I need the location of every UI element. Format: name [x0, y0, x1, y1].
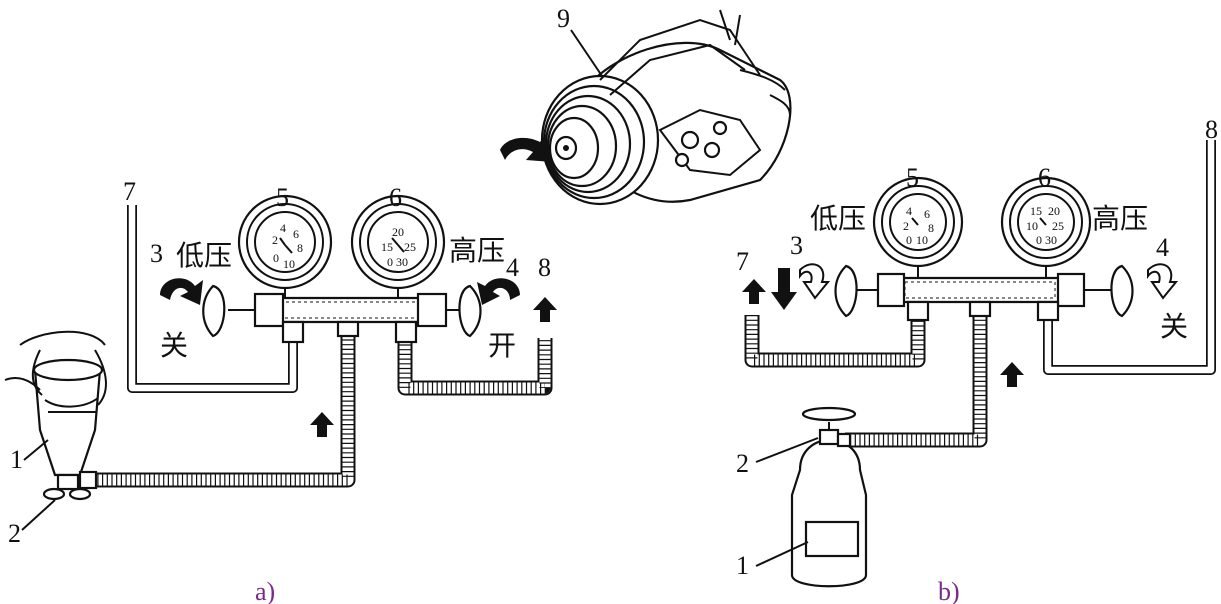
oil-cup — [4, 330, 107, 501]
high-pressure-label-b: 高压 — [1092, 202, 1148, 235]
label-8b: 8 — [1205, 115, 1218, 144]
up-arrow-8 — [533, 297, 557, 322]
svg-text:0: 0 — [273, 251, 279, 265]
svg-text:0: 0 — [387, 255, 393, 269]
open-rotation-arrow — [477, 278, 520, 305]
valve-closed-label-a: 关 — [160, 329, 188, 362]
label-4a: 4 — [506, 253, 519, 282]
svg-text:15: 15 — [1030, 204, 1042, 218]
svg-text:15: 15 — [381, 240, 393, 254]
valve-open-label-a: 开 — [488, 329, 516, 362]
label-7a: 7 — [123, 177, 136, 206]
low-pressure-label-b: 低压 — [810, 202, 866, 235]
svg-text:2: 2 — [903, 219, 909, 233]
label-1b: 1 — [736, 551, 749, 580]
label-1a: 1 — [10, 445, 23, 474]
caption-a: a) — [255, 577, 275, 604]
svg-text:25: 25 — [1052, 219, 1064, 233]
low-valve-knob-b[interactable] — [834, 264, 858, 318]
refrigerant-can — [790, 406, 868, 588]
label-6a: 6 — [389, 183, 402, 212]
svg-text:4: 4 — [906, 204, 912, 218]
svg-text:6: 6 — [924, 207, 930, 221]
label-7b: 7 — [736, 247, 749, 276]
low-valve-knob[interactable] — [202, 284, 226, 338]
low-valve-rotation — [799, 263, 831, 300]
svg-text:10: 10 — [1026, 219, 1038, 233]
svg-text:0: 0 — [1036, 233, 1042, 247]
low-pressure-gauge: 2 4 6 8 0 10 — [237, 194, 333, 298]
label-2a: 2 — [8, 519, 21, 548]
high-pressure-gauge-b: 15 20 10 25 0 30 — [1000, 176, 1092, 278]
svg-text:2: 2 — [272, 233, 278, 247]
label-4b: 4 — [1156, 233, 1169, 262]
svg-text:0: 0 — [906, 233, 912, 247]
svg-text:20: 20 — [1048, 204, 1060, 218]
svg-text:10: 10 — [916, 233, 928, 247]
svg-text:20: 20 — [392, 225, 404, 239]
high-pressure-gauge: 20 15 25 0 30 — [350, 194, 446, 298]
label-9: 9 — [557, 4, 570, 33]
up-arrow-7 — [742, 279, 766, 304]
close-rotation-arrow — [160, 278, 203, 305]
down-arrow-low — [771, 268, 797, 310]
low-pressure-gauge-b: 4 6 2 8 0 10 — [872, 176, 964, 278]
svg-text:25: 25 — [404, 240, 416, 254]
up-arrow-flow-b — [1000, 362, 1024, 387]
label-5b: 5 — [906, 163, 919, 192]
svg-text:8: 8 — [297, 241, 303, 255]
svg-text:10: 10 — [283, 257, 295, 271]
diagram-b: 4 6 2 8 0 10 15 20 10 25 0 30 — [736, 115, 1218, 604]
svg-text:4: 4 — [280, 221, 286, 235]
low-pressure-label-a: 低压 — [176, 239, 232, 272]
high-valve-knob-b[interactable] — [1110, 264, 1134, 318]
svg-text:6: 6 — [293, 227, 299, 241]
label-3b: 3 — [790, 231, 803, 260]
high-valve-knob[interactable] — [458, 284, 482, 338]
svg-text:30: 30 — [396, 255, 408, 269]
diagram-a: 2 4 6 8 0 10 20 15 25 0 30 — [4, 177, 557, 604]
high-valve-rotation — [1147, 263, 1179, 300]
svg-text:8: 8 — [928, 221, 934, 235]
svg-text:30: 30 — [1045, 233, 1057, 247]
label-3a: 3 — [150, 239, 163, 268]
up-arrow-flow — [310, 412, 334, 437]
high-pressure-label-a: 高压 — [449, 234, 505, 267]
label-5a: 5 — [276, 183, 289, 212]
label-6b: 6 — [1038, 163, 1051, 192]
valve-closed-label-b: 关 — [1160, 310, 1188, 343]
label-2b: 2 — [736, 449, 749, 478]
compressor-illustration: 9 — [500, 4, 792, 206]
label-8a: 8 — [538, 253, 551, 282]
caption-b: b) — [938, 577, 960, 604]
